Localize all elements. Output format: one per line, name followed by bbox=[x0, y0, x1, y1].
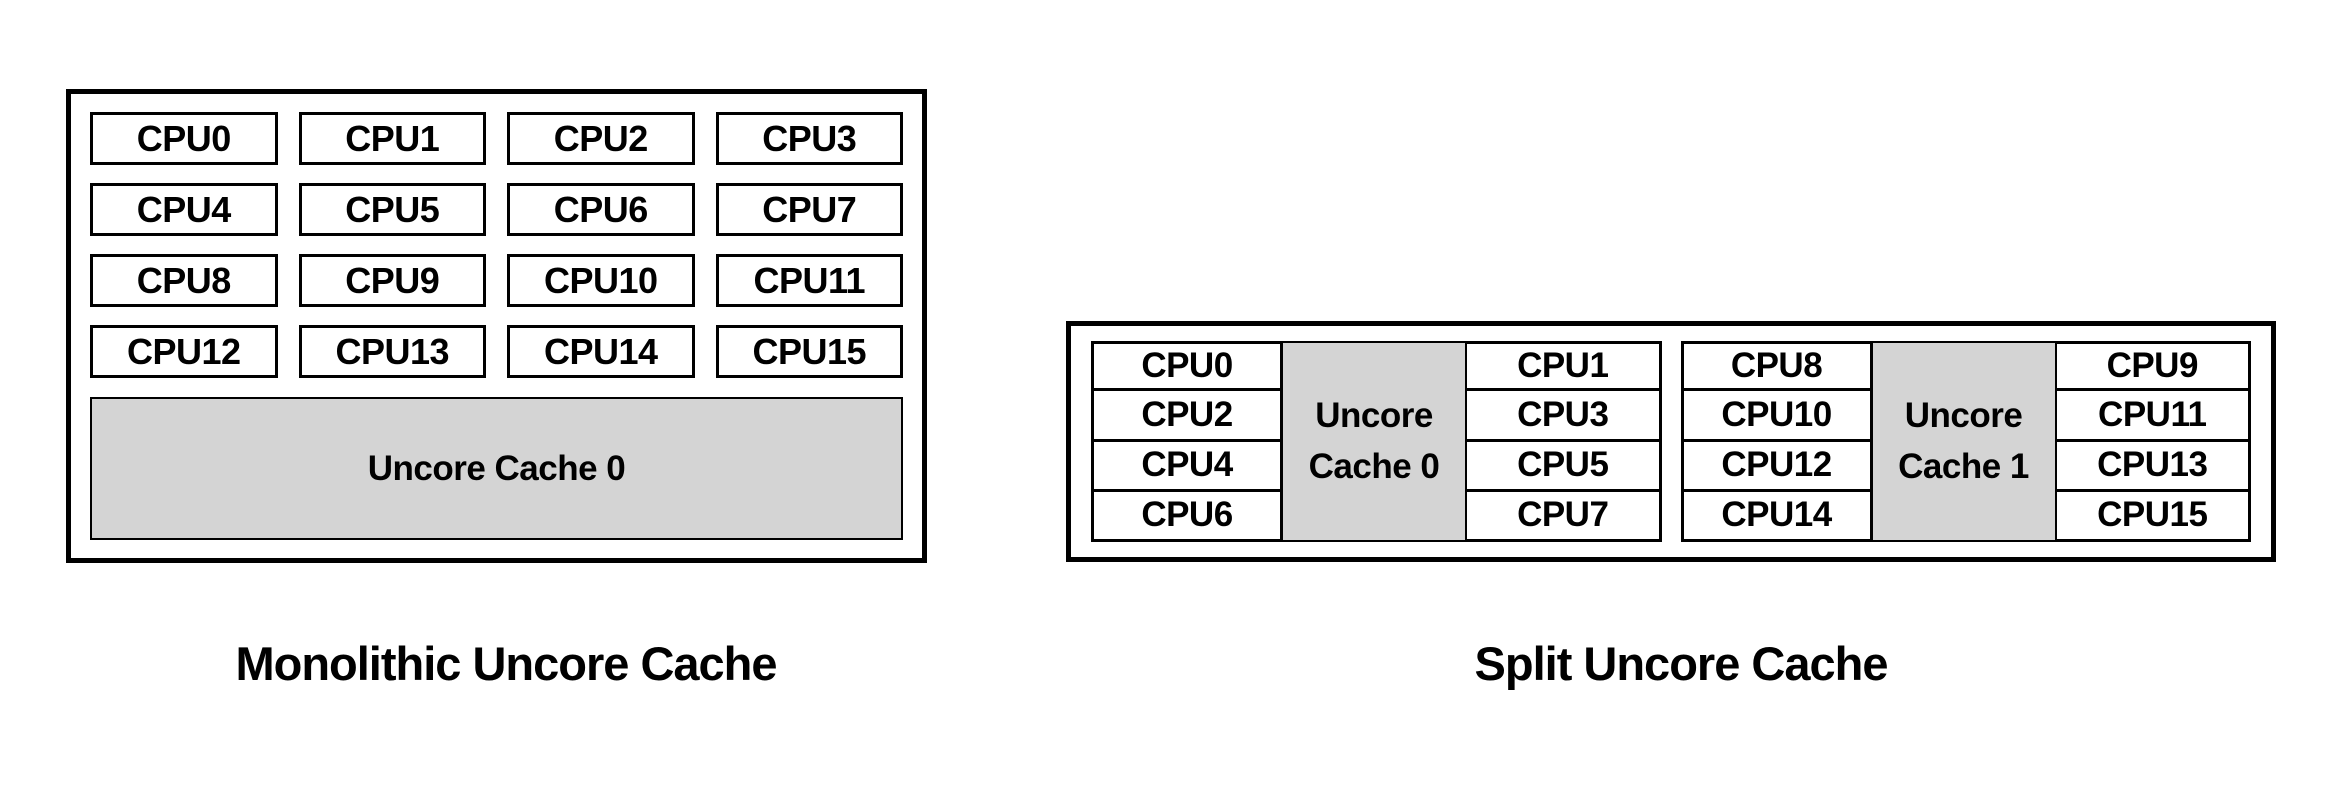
cpu-box: CPU6 bbox=[507, 183, 695, 236]
cpu-box: CPU14 bbox=[507, 325, 695, 378]
uncore-cache-1-box: Uncore Cache 1 bbox=[1872, 341, 2057, 542]
cpu-box: CPU13 bbox=[298, 325, 486, 378]
cpu-box: CPU8 bbox=[90, 254, 278, 307]
cpu-box: CPU14 bbox=[1680, 491, 1873, 542]
cpu-box: CPU4 bbox=[1091, 441, 1283, 492]
split-uncore-diagram: CPU0 CPU2 CPU4 CPU6 Uncore Cache 0 CPU1 … bbox=[1066, 321, 2276, 562]
cpu-box: CPU9 bbox=[2056, 341, 2251, 392]
cpu-box: CPU10 bbox=[1680, 391, 1873, 442]
cpu-box: CPU5 bbox=[298, 183, 486, 236]
cpu-box: CPU11 bbox=[715, 254, 903, 307]
cpu-box: CPU7 bbox=[1467, 491, 1662, 542]
cpu-box: CPU0 bbox=[1091, 341, 1283, 392]
cpu-box: CPU12 bbox=[1680, 441, 1873, 492]
monolithic-caption: Monolithic Uncore Cache bbox=[235, 637, 777, 690]
cpu-box: CPU2 bbox=[507, 112, 695, 165]
cpu-box: CPU9 bbox=[298, 254, 486, 307]
cpu-box: CPU15 bbox=[715, 325, 903, 378]
cpu-box: CPU1 bbox=[1467, 341, 1662, 392]
cpu-box: CPU4 bbox=[90, 183, 278, 236]
cpu-box: CPU7 bbox=[715, 183, 903, 236]
uncore-cache-0-box: Uncore Cache 0 bbox=[90, 397, 903, 540]
cpu-box: CPU15 bbox=[2056, 491, 2251, 542]
cpu-box: CPU1 bbox=[298, 112, 486, 165]
cpu-box: CPU3 bbox=[1467, 391, 1662, 442]
monolithic-cpu-grid: CPU0 CPU1 CPU2 CPU3 CPU4 CPU5 CPU6 CPU7 … bbox=[90, 112, 903, 378]
monolithic-uncore-diagram: CPU0 CPU1 CPU2 CPU3 CPU4 CPU5 CPU6 CPU7 … bbox=[66, 89, 927, 563]
cpu-box: CPU10 bbox=[507, 254, 695, 307]
split-caption: Split Uncore Cache bbox=[1474, 637, 1889, 690]
cpu-box: CPU0 bbox=[90, 112, 278, 165]
split-cluster-1: CPU8 CPU10 CPU12 CPU14 Uncore Cache 1 CP… bbox=[1680, 341, 2251, 542]
cpu-box: CPU12 bbox=[90, 325, 278, 378]
cpu-box: CPU5 bbox=[1467, 441, 1662, 492]
cpu-box: CPU13 bbox=[2056, 441, 2251, 492]
split-cluster-0: CPU0 CPU2 CPU4 CPU6 Uncore Cache 0 CPU1 … bbox=[1091, 341, 1662, 542]
uncore-cache-0-box: Uncore Cache 0 bbox=[1283, 341, 1467, 542]
cpu-box: CPU3 bbox=[715, 112, 903, 165]
cpu-box: CPU11 bbox=[2056, 391, 2251, 442]
cpu-box: CPU2 bbox=[1091, 391, 1283, 442]
cpu-box: CPU6 bbox=[1091, 491, 1283, 542]
cpu-box: CPU8 bbox=[1680, 341, 1873, 392]
